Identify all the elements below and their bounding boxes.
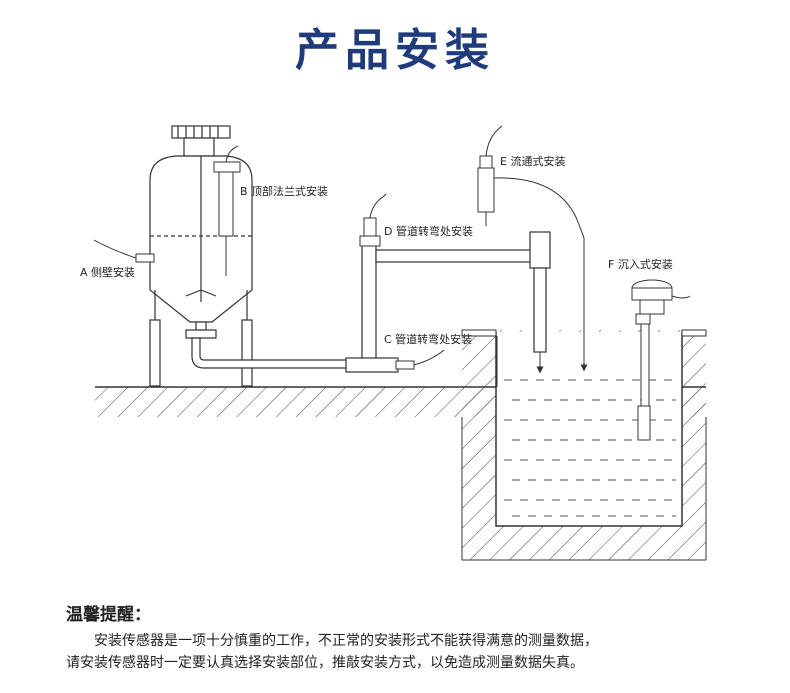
label-e: E 流通式安装 (500, 154, 565, 168)
label-d: D 管道转弯处安装 (384, 224, 473, 238)
sensor-b (213, 145, 241, 276)
sensor-c (395, 349, 445, 370)
pipe-network (191, 231, 551, 373)
page-title: 产品安装 (295, 25, 495, 76)
label-f: F 沉入式安装 (608, 257, 673, 271)
tip-line-1: 安装传感器是一项十分慎重的工作，不正常的安装形式不能获得满意的测量数据， (94, 633, 598, 649)
water-basin (461, 329, 707, 561)
sensor-e (477, 125, 588, 374)
installation-diagram: A 侧壁安装 B 顶部法兰式安装 C 管道转弯处安装 D 管道转弯处安装 E 流… (80, 125, 707, 561)
ground (95, 386, 706, 417)
tip-heading: 温馨提醒： (66, 605, 151, 625)
label-a: A 侧壁安装 (80, 265, 135, 279)
tip-line-2: 请安装传感器时一定要认真选择安装部位，推敲安装方式，以免造成测量数据失真。 (66, 655, 584, 671)
sensor-f (631, 279, 691, 441)
sensor-a (93, 239, 155, 263)
sensor-d (359, 193, 387, 247)
label-c: C 管道转弯处安装 (384, 332, 472, 346)
label-b: B 顶部法兰式安装 (240, 184, 328, 198)
water-surface (504, 379, 676, 517)
